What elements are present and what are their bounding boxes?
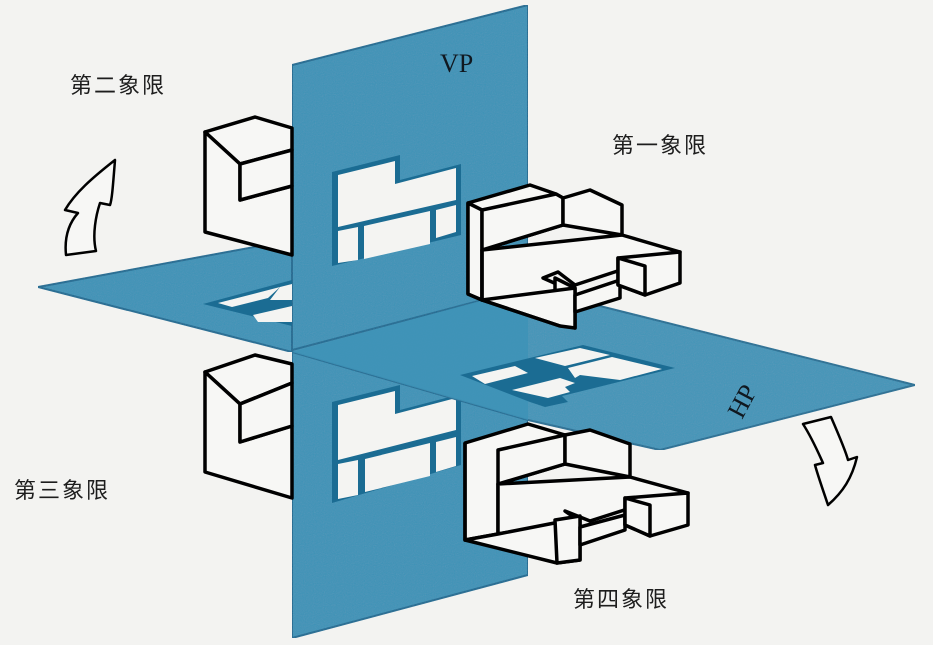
third-quadrant-label: 第三象限: [14, 479, 111, 504]
second-quadrant-label: 第二象限: [70, 74, 167, 99]
horizontal-plane-left: [37, 238, 293, 354]
object-fourth-quadrant: [463, 422, 690, 565]
object-third-quadrant: [203, 353, 294, 500]
horizontal-plane-right: HP: [291, 286, 916, 452]
hp-projection-left: [203, 280, 292, 326]
vp-projection-upper: [332, 155, 461, 266]
hp-projection-right: [460, 345, 675, 407]
object-second-quadrant: [203, 115, 294, 257]
rotate-down-arrow-icon: [801, 415, 859, 507]
fourth-quadrant-label: 第四象限: [573, 588, 670, 613]
vp-projection-lower: [332, 385, 461, 503]
vp-label: VP: [440, 49, 473, 78]
object-first-quadrant: [466, 183, 682, 330]
first-quadrant-label: 第一象限: [612, 134, 709, 159]
rotate-up-arrow-icon: [63, 158, 117, 257]
